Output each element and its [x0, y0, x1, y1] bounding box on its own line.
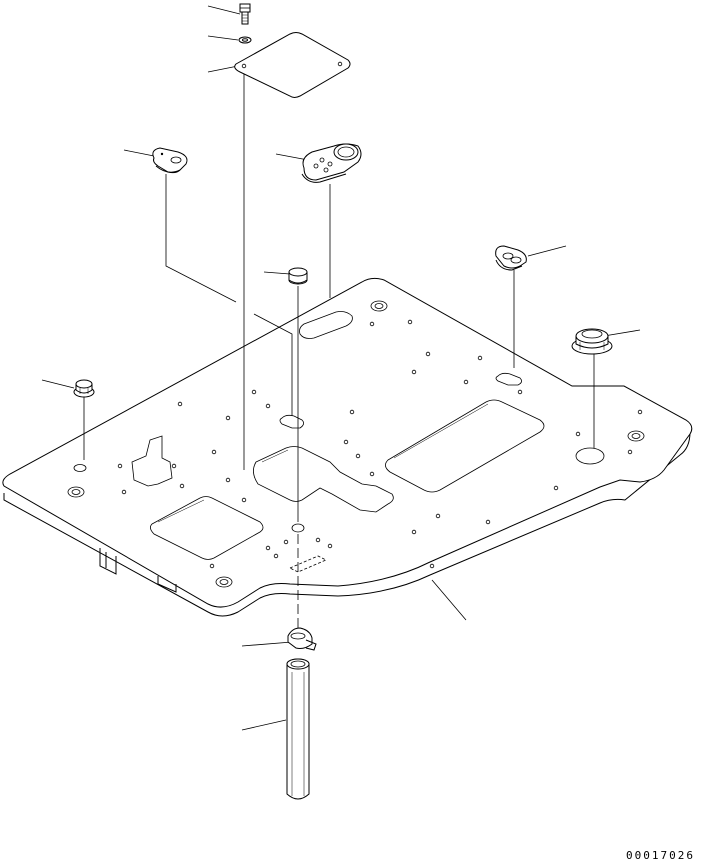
grommet-center [301, 143, 362, 183]
assembly-lines [83, 66, 595, 628]
plate-small-holes [117, 319, 643, 569]
grommet-left [152, 147, 188, 174]
plug-small [288, 267, 308, 285]
drawing-number: 00017026 [626, 849, 695, 862]
plug-left [73, 379, 95, 398]
plug-right-large [571, 328, 613, 355]
bolt [239, 3, 251, 25]
grommet-right [495, 245, 527, 271]
floor-plate [2, 277, 693, 617]
pipe [286, 658, 310, 800]
clamp [287, 627, 317, 651]
cover-plate [234, 32, 351, 98]
callout-leaders [41, 5, 641, 731]
washer [238, 36, 252, 44]
